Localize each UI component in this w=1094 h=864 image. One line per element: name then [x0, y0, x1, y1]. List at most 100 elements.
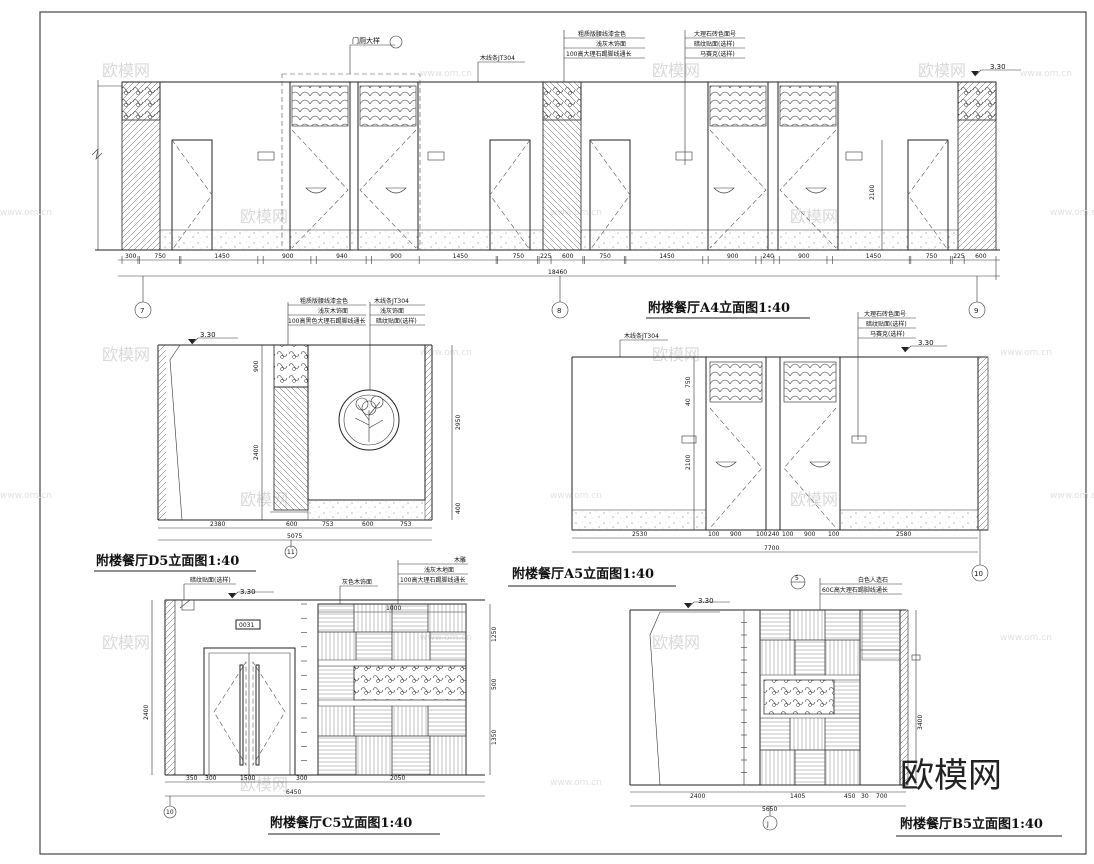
watermark-site: www.om.cn [1050, 208, 1094, 218]
a5-height-3: 2100 [685, 455, 692, 470]
a4-title: 附楼餐厅A4立面图1:40 [648, 300, 790, 316]
c5-title: 附楼餐厅C5立面图1:40 [270, 815, 412, 831]
watermark-logo: 欧模网 [102, 633, 150, 652]
a4-dim-label: 1450 [214, 253, 229, 260]
d5-total: 5075 [287, 533, 302, 540]
a4-level: 3.30 [990, 63, 1006, 71]
b5-dim-1: 2400 [690, 793, 705, 800]
c5-dim-2: 300 [205, 775, 217, 782]
d5-height-4: 400 [455, 502, 462, 514]
b5-dim-5: 700 [876, 793, 888, 800]
a4-note-mid-2: 浅灰木饰面 [596, 40, 626, 48]
watermark-logo: 欧模网 [240, 775, 288, 794]
a5-dim-9: 2580 [896, 531, 911, 538]
watermark-logo: 欧模网 [790, 490, 838, 509]
watermark-site: www.om.cn [1050, 491, 1094, 501]
d5-height-1: 900 [253, 360, 260, 372]
watermark-site: www.om.cn [1000, 633, 1052, 643]
c5-sign: 0031 [239, 622, 254, 629]
watermark-site: www.om.cn [1020, 69, 1072, 79]
a5-dim-5: 240 [768, 531, 780, 538]
b5-dim-4: 30 [861, 793, 869, 800]
c5-note-right-1: 木雕 [454, 556, 466, 564]
d5-dim-5: 753 [400, 521, 412, 528]
c5-note-right-3: 100高大理石踢脚线通长 [400, 576, 465, 584]
a5-note-left: 木线条JT304 [624, 332, 659, 340]
a4-note-mid-1: 粗质版腰线漆金色 [578, 30, 626, 38]
c5-panel-ticks [301, 603, 307, 776]
watermark-site: www.om.cn [550, 778, 602, 788]
a4-dim-label: 240 [763, 253, 775, 260]
a4-note-mid-3: 100高大理石踢脚线通长 [566, 50, 631, 58]
c5-dim-3: 1500 [240, 775, 255, 782]
a5-height-1: 750 [685, 376, 692, 388]
d5-dim-4: 600 [362, 521, 374, 528]
a5-dim-8: 100 [828, 531, 840, 538]
a5-dim-2: 100 [708, 531, 720, 538]
a4-dim-label: 1450 [866, 253, 881, 260]
a4-dim-label: 900 [798, 253, 810, 260]
a4-dim-label: 1450 [453, 253, 468, 260]
watermark-logo: 欧模网 [652, 345, 700, 364]
d5-note-right-2: 浅灰饰面 [380, 307, 404, 315]
elevation-c5: 0031 3.30 暗纹贴面(选样) [143, 556, 498, 835]
d5-note-left-1: 粗质版腰线漆金色 [300, 297, 348, 305]
c5-height-1: 2400 [143, 705, 150, 720]
watermark-logo: 欧模网 [652, 633, 700, 652]
c5-height-3: 500 [491, 678, 498, 690]
a5-dim-7: 900 [804, 531, 816, 538]
d5-note-left-3: 100高黑色大理石踢脚线通长 [288, 317, 365, 325]
a4-note-right-1: 大理石砖色面号 [694, 30, 736, 38]
watermark-site: www.om.cn [420, 69, 472, 79]
watermark-site: www.om.cn [550, 491, 602, 501]
a5-dim-3: 900 [730, 531, 742, 538]
elevation-a5: 木线条JT304 大理石砖色面号 暗纹贴面(选样) 马赛克(选样) 3.30 7… [508, 310, 989, 587]
corner-watermark-logo: 欧模网 [900, 756, 1002, 796]
d5-dim-1: 2380 [210, 521, 225, 528]
a4-dim-label: 300 [125, 253, 137, 260]
b5-note-1: 白色人造石 [858, 576, 888, 584]
a5-dim-6: 100 [782, 531, 794, 538]
b5-callout: 5 [795, 575, 799, 582]
a4-dim-label: 900 [727, 253, 739, 260]
watermark-logo: 欧模网 [652, 61, 700, 80]
b5-level: 3.30 [698, 597, 714, 605]
c5-total: 6450 [286, 789, 301, 796]
c5-dim-5: 2050 [390, 775, 405, 782]
elevation-b5: 3.30 5 白色人造石 60C高大理石踢脚线通长 3400 2400 1405… [629, 574, 1062, 837]
watermark-logo: 欧模网 [102, 61, 150, 80]
a4-dim-label: 750 [599, 253, 611, 260]
watermark-logo: 欧模网 [790, 207, 838, 226]
elevation-a4: 门厕大样 木线条JT304 粗质版腰线漆金色 浅灰木饰面 100高大理石踢脚线通… [91, 30, 1021, 319]
a4-axis-9: 9 [974, 307, 978, 315]
elevation-d5: 3.30 粗质版腰线漆金色 浅灰木饰面 100高黑色大理石踢脚线通长 木线条JT… [94, 297, 462, 572]
watermark-logo: 欧模网 [240, 207, 288, 226]
b5-panel-ticks [741, 609, 747, 786]
a4-axis-7: 7 [140, 307, 144, 315]
b5-dim-2: 1405 [790, 793, 805, 800]
a5-note-right-1: 大理石砖色面号 [864, 310, 906, 318]
d5-height-3: 2950 [455, 415, 462, 430]
a4-height-dim: 2100 [869, 185, 876, 200]
a4-dim-label: 940 [336, 253, 348, 260]
watermark-logo: 欧模网 [102, 345, 150, 364]
a4-dim-label: 600 [562, 253, 574, 260]
a4-dim-label: 900 [282, 253, 294, 260]
d5-title: 附楼餐厅D5立面图1:40 [96, 553, 239, 569]
watermark-site: www.om.cn [420, 348, 472, 358]
b5-axis: J [766, 821, 769, 828]
b5-height: 3400 [917, 715, 924, 730]
d5-dim-2: 600 [286, 521, 298, 528]
c5-height-4: 1350 [491, 730, 498, 745]
c5-note-right-2: 浅灰木地面 [424, 566, 454, 574]
a5-axis: 10 [974, 570, 983, 578]
a4-axis-8: 8 [557, 307, 561, 315]
c5-axis: 10 [166, 809, 174, 816]
c5-dim-4: 300 [296, 775, 308, 782]
c5-top-dim: 1000 [386, 605, 401, 612]
watermark-site: www.om.cn [0, 208, 52, 218]
d5-note-left-2: 浅灰木饰面 [318, 307, 348, 315]
b5-dim-3: 450 [844, 793, 856, 800]
